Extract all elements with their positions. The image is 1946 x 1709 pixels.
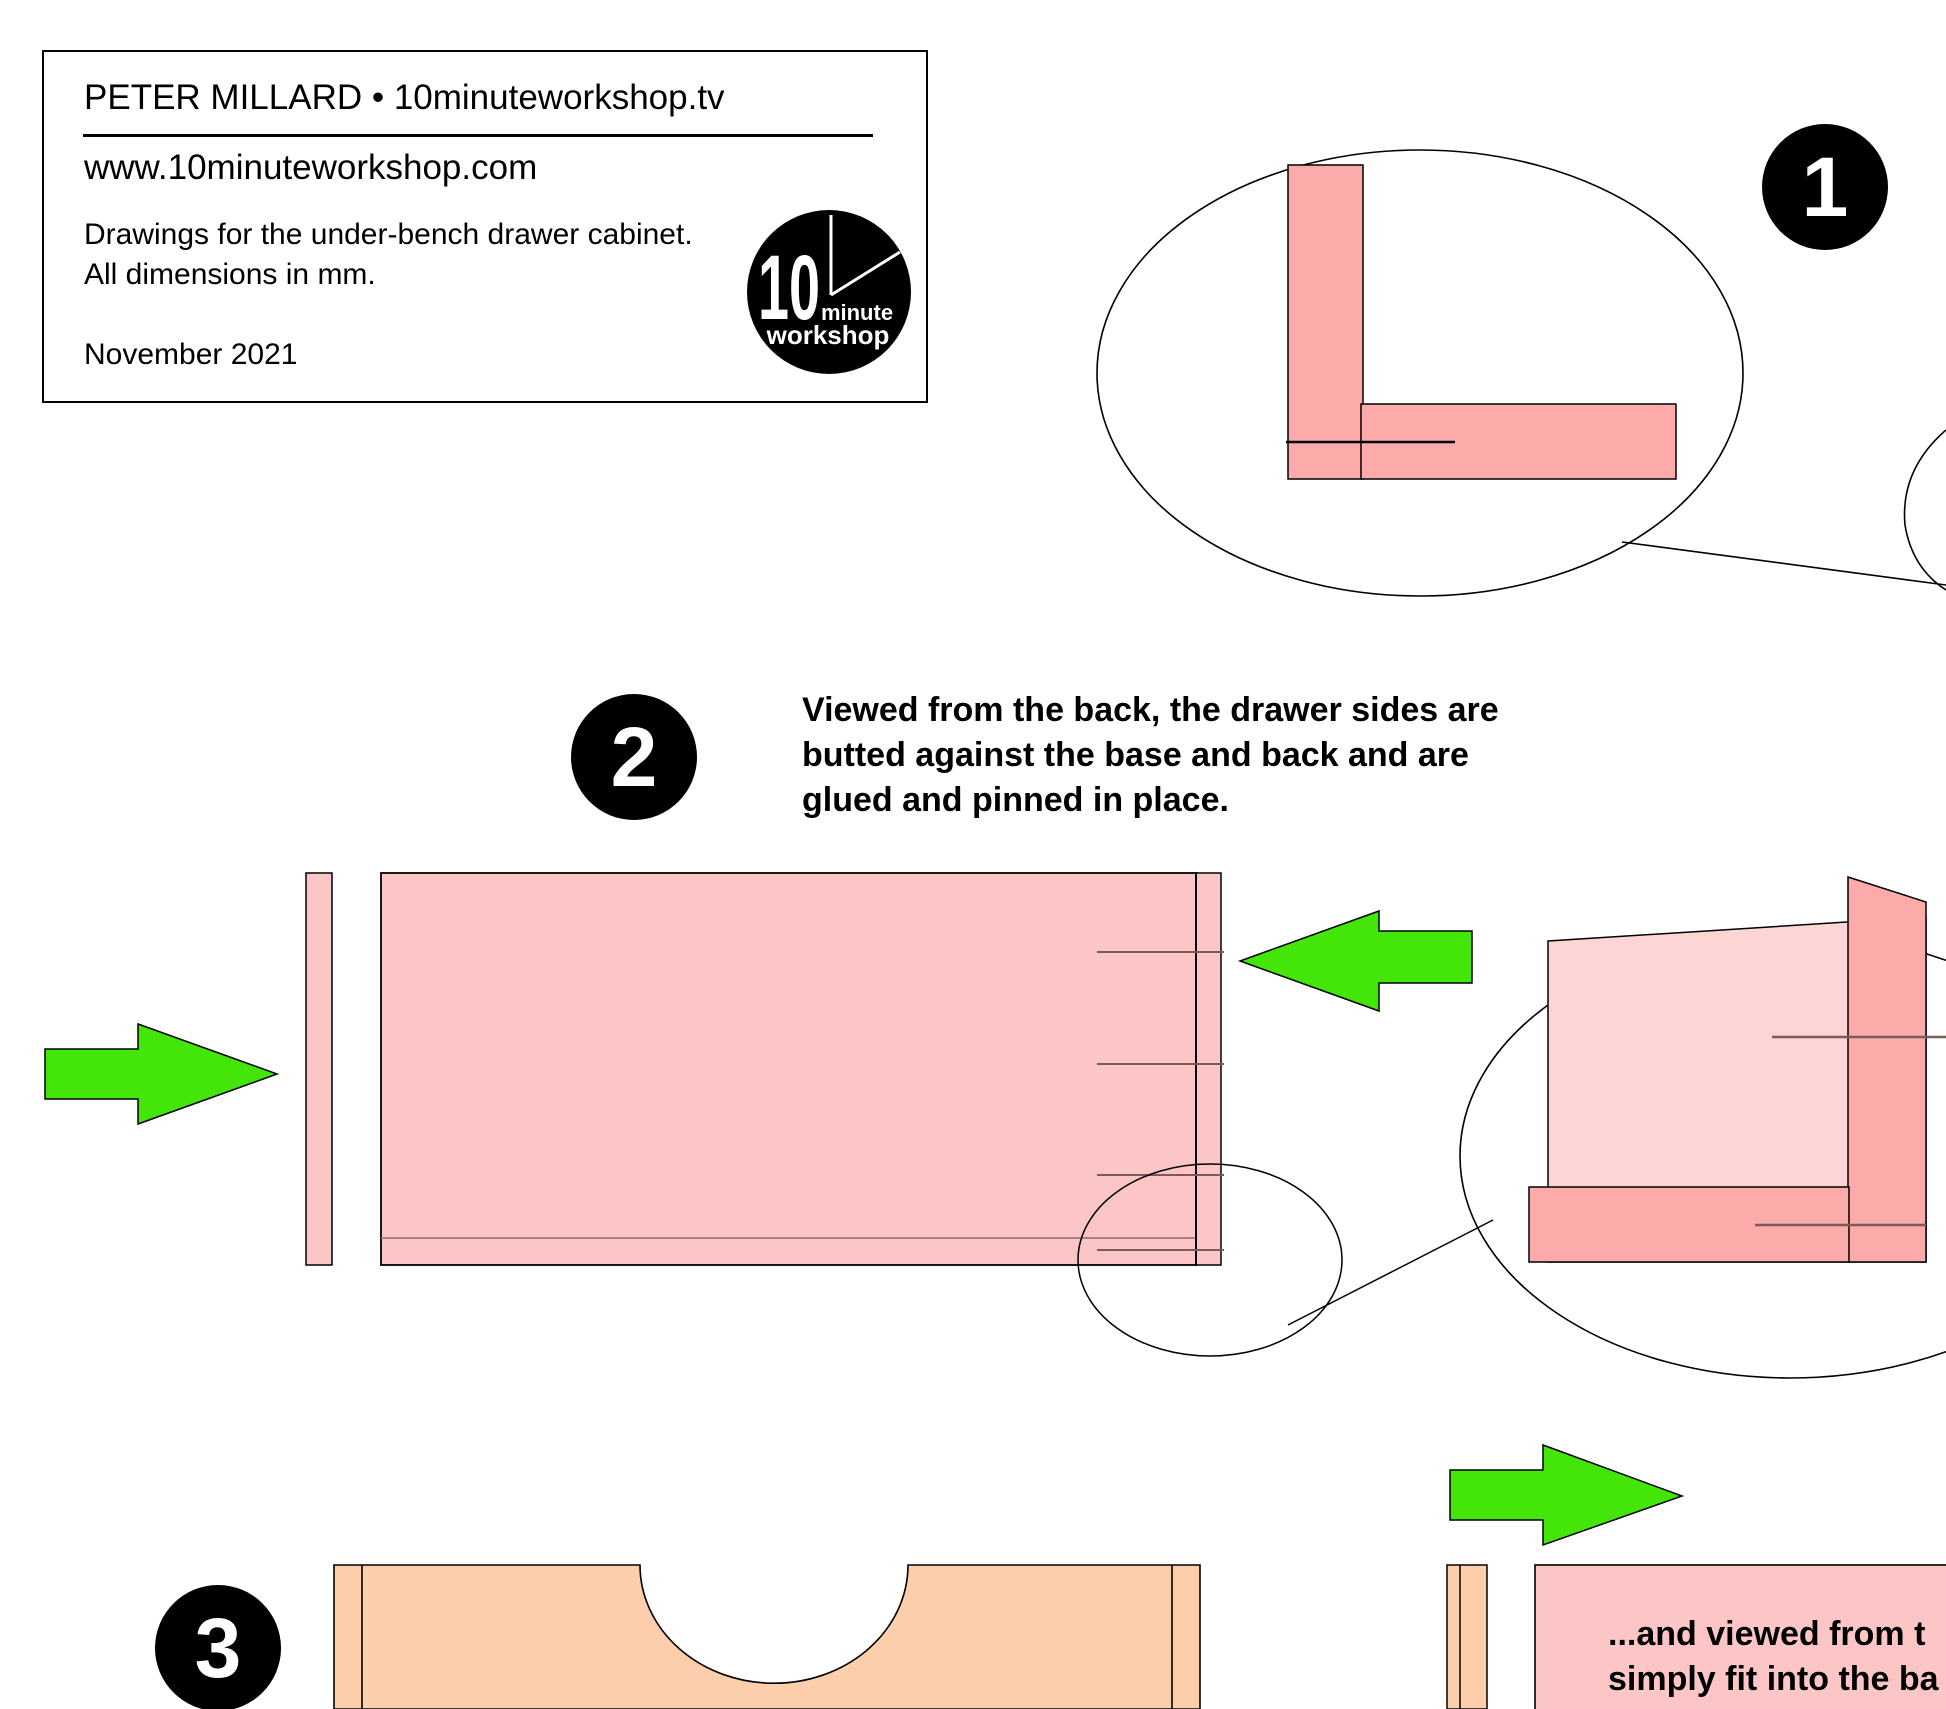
drawing-date: November 2021: [84, 338, 298, 371]
drawer-side-narrow: [1446, 1564, 1488, 1709]
leader-line-2: [1287, 1219, 1494, 1326]
logo-number: 10: [758, 237, 820, 339]
drawer-back-panel: [380, 872, 1198, 1266]
step3-front-view: [333, 1443, 1946, 1709]
drawer-front-panel: [333, 1564, 1201, 1709]
step-number-1: 1: [1802, 140, 1849, 234]
title-block: PETER MILLARD • 10minuteworkshop.tv www.…: [42, 50, 928, 403]
step-number-2: 2: [611, 710, 658, 804]
step-badge-1: 1: [1762, 124, 1888, 250]
step3-note-panel: [1534, 1564, 1946, 1709]
logo-word-minute: minute: [821, 300, 893, 325]
website-line: www.10minuteworkshop.com: [84, 148, 538, 187]
step3-note: ...and viewed from t simply fit into the…: [1608, 1612, 1946, 1702]
step1-corner-detail: [1096, 149, 1946, 597]
detail-circle-edge: [1903, 429, 1946, 591]
drawer-side-right: [1195, 872, 1222, 1266]
step-number-3: 3: [195, 1601, 242, 1695]
arrow-right-icon: [44, 1022, 280, 1126]
side-panel-perspective: [1847, 875, 1927, 1263]
arrow-right-step3-icon: [1449, 1443, 1685, 1547]
title-rule: [83, 134, 873, 137]
step2-joint-detail: [1459, 875, 1946, 1379]
step2-back-view: [44, 872, 1494, 1357]
workshop-logo: 10 minute workshop: [747, 210, 911, 374]
detail-circle-small: [1077, 1163, 1343, 1357]
logo-word-workshop: workshop: [766, 320, 890, 350]
drawing-description: Drawings for the under-bench drawer cabi…: [84, 218, 693, 291]
detail-circle-1: [1096, 149, 1744, 597]
author-line: PETER MILLARD • 10minuteworkshop.tv: [84, 78, 725, 117]
arrow-left-icon: [1237, 909, 1473, 1013]
leader-line-1: [1621, 541, 1946, 586]
drawer-side-left: [305, 872, 333, 1266]
vertical-panel-section: [1287, 164, 1364, 480]
step-badge-3: 3: [155, 1585, 281, 1709]
step-badge-2: 2: [571, 694, 697, 820]
step2-note: Viewed from the back, the drawer sides a…: [802, 691, 1499, 819]
step3-note-text: ...and viewed from t simply fit into the…: [1608, 1615, 1939, 1698]
